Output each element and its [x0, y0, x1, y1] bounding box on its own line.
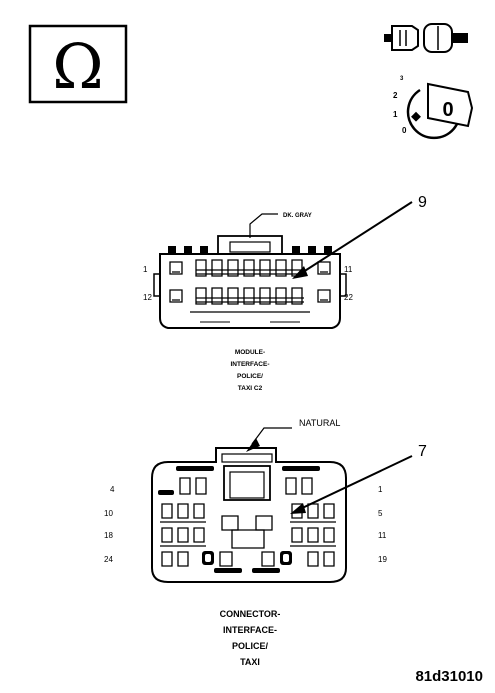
- connector-pin-label-5: 5: [378, 509, 383, 518]
- c2-caption-line: INTERFACE-: [230, 361, 270, 368]
- ohm-symbol: Ω: [52, 30, 103, 103]
- connector-pin-label-11: 11: [378, 531, 387, 540]
- document-id: 81d31010: [415, 668, 483, 685]
- connector-pin-label-10: 10: [104, 509, 113, 518]
- ignition-key-position-label: 0: [442, 99, 453, 121]
- connector-caption-line: CONNECTOR-: [219, 609, 281, 619]
- c2-caption-line: MODULE-: [234, 349, 266, 356]
- ignition-position-3: 3: [400, 76, 404, 82]
- connector-caption-line: INTERFACE-: [223, 625, 277, 635]
- c2-callout-number: 9: [418, 194, 427, 211]
- c2-pin-label-11: 11: [344, 265, 353, 274]
- ohmmeter-icon: Ω: [28, 24, 128, 104]
- connector-pin-label-19: 19: [378, 555, 387, 564]
- module-interface-connector-c2: DK. GRAY: [143, 194, 427, 329]
- connector-pin-label-24: 24: [104, 555, 113, 564]
- connector-disconnect-icon: [384, 23, 468, 53]
- c2-connector-caption: MODULE- INTERFACE- POLICE/ TAXI C2: [195, 347, 305, 395]
- connector-wire-color-label: NATURAL: [299, 418, 340, 428]
- connector-caption: CONNECTOR- INTERFACE- POLICE/ TAXI: [170, 606, 330, 670]
- connector-callout-number: 7: [418, 443, 427, 460]
- ignition-position-0: 0: [402, 126, 407, 135]
- c2-pin-label-12: 12: [143, 293, 152, 302]
- connector-caption-line: TAXI: [240, 657, 260, 667]
- ignition-position-1: 1: [393, 110, 398, 119]
- ignition-key-icon: 0 3 2 1 0: [393, 76, 474, 140]
- c2-pin-label-22: 22: [344, 293, 353, 302]
- interface-connector: NATURAL: [104, 418, 427, 583]
- connector-pin-label-1: 1: [378, 485, 383, 494]
- c2-caption-line: TAXI C2: [237, 385, 263, 392]
- connector-caption-line: POLICE/: [231, 641, 268, 651]
- c2-caption-line: POLICE/: [236, 373, 263, 380]
- connector-pin-label-18: 18: [104, 531, 113, 540]
- connector-pin-label-4: 4: [110, 485, 115, 494]
- c2-wire-color-label: DK. GRAY: [283, 213, 312, 219]
- ignition-position-2: 2: [393, 91, 398, 100]
- c2-pin-label-1: 1: [143, 265, 148, 274]
